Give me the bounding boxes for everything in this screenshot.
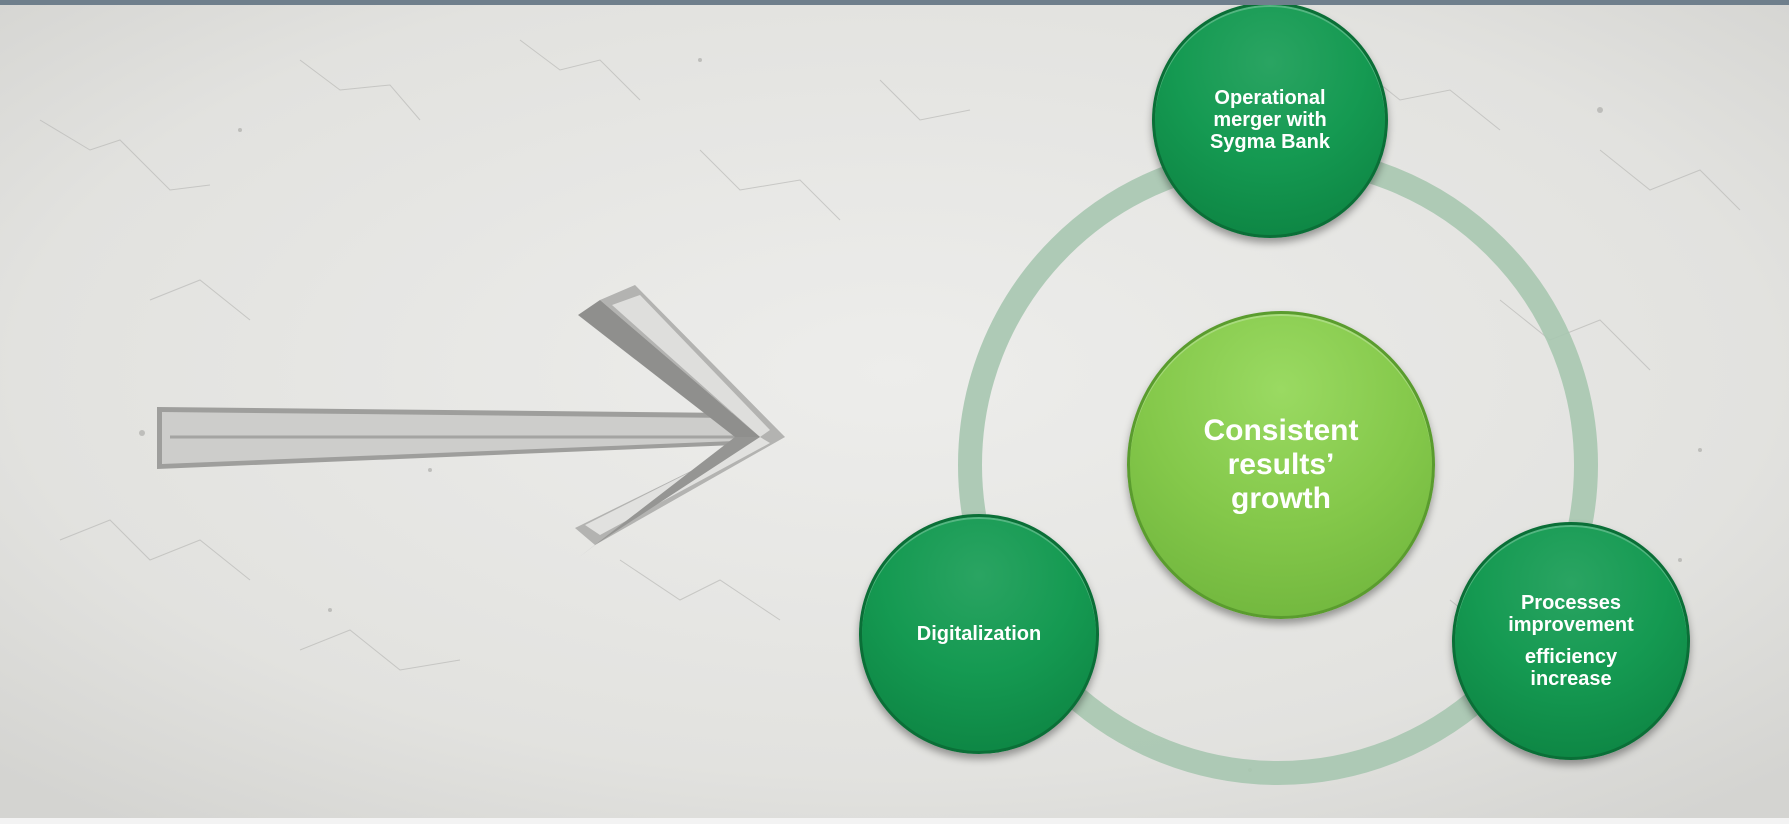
node-operational-merger-label: Operational merger with Sygma Bank <box>1209 87 1331 153</box>
bottom-strip <box>0 818 1789 824</box>
center-node-label: Consistent results’ growth <box>1203 414 1359 515</box>
node-operational-merger: Operational merger with Sygma Bank <box>1152 2 1388 238</box>
node-digitalization-label: Digitalization <box>916 623 1042 645</box>
engraved-arrow <box>157 285 785 558</box>
node-efficiency-increase-label: efficiency increase <box>1524 646 1618 690</box>
center-node: Consistent results’ growth <box>1127 311 1435 619</box>
node-processes-improvement: Processes improvement efficiency increas… <box>1452 522 1690 760</box>
top-rule <box>0 0 1789 5</box>
node-processes-improvement-label: Processes improvement <box>1508 592 1634 636</box>
node-digitalization: Digitalization <box>859 514 1099 754</box>
